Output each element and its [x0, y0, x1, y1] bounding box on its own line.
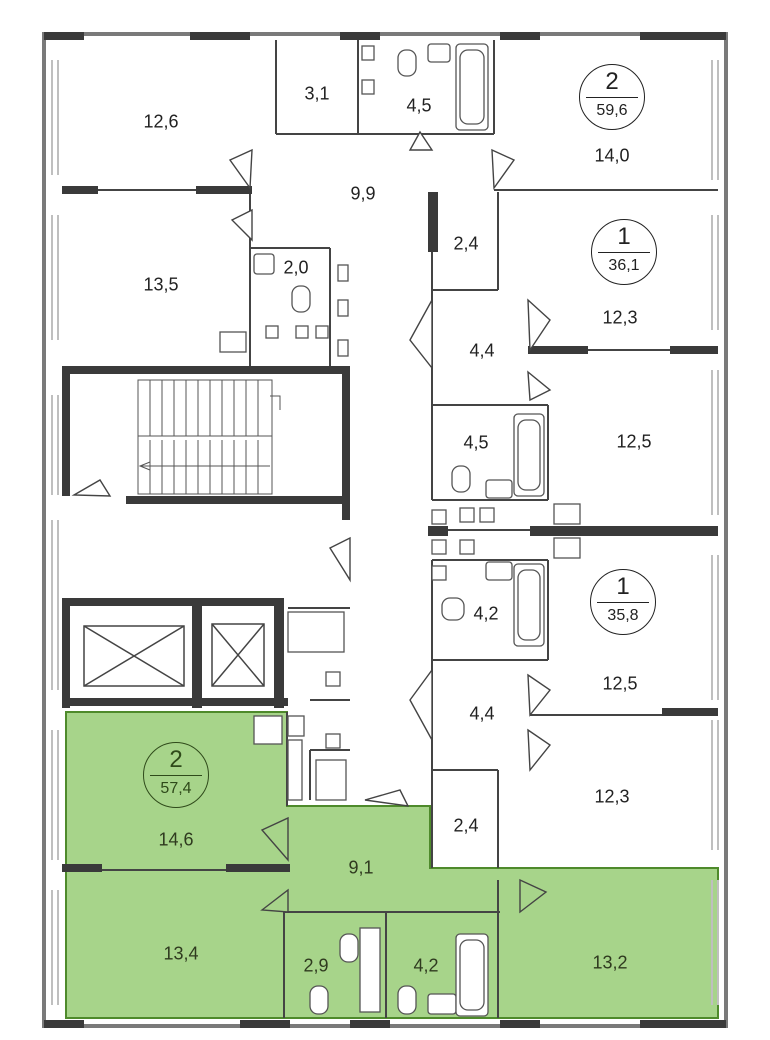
room-area-label: 2,9 [303, 955, 329, 976]
apartment-area: 57,4 [160, 780, 192, 797]
room-area-label: 12,6 [143, 111, 179, 132]
thick-walls [62, 186, 718, 872]
badge-divider [150, 775, 202, 776]
room-area-label: 4,5 [463, 432, 489, 453]
apartment-room-count: 2 [169, 746, 183, 773]
room-area-label: 12,5 [616, 431, 652, 452]
room-area-label: 13,2 [592, 952, 628, 973]
room-area-label: 2,4 [453, 233, 479, 254]
room-area-label: 14,0 [594, 145, 630, 166]
room-area-label: 13,5 [143, 274, 179, 295]
stairs [137, 379, 281, 495]
room-area-label: 2,4 [453, 815, 479, 836]
badge-divider [598, 252, 650, 253]
room-area-label: 4,2 [473, 603, 499, 624]
outer-wall-thick [44, 32, 726, 1028]
bathroom-fixtures [219, 43, 581, 1017]
room-area-label: 12,5 [602, 673, 638, 694]
apartment-area: 36,1 [608, 257, 640, 274]
room-area-label: 4,2 [413, 955, 439, 976]
room-area-label: 9,9 [350, 183, 376, 204]
room-area-label: 9,1 [348, 857, 374, 878]
elevators [83, 623, 265, 687]
room-area-label: 13,4 [163, 943, 199, 964]
room-area-label: 12,3 [602, 307, 638, 328]
apartment-badge: 1 36,1 [591, 219, 657, 285]
apartment-room-count: 1 [616, 573, 630, 600]
apartment-badge: 1 35,8 [590, 569, 656, 635]
badge-divider [597, 602, 649, 603]
apartment-room-count: 2 [605, 68, 619, 95]
apartment-area: 59,6 [596, 102, 628, 119]
apartment-badge-highlighted: 2 57,4 [143, 742, 209, 808]
room-area-label: 2,0 [283, 257, 309, 278]
room-area-label: 4,4 [469, 703, 495, 724]
room-area-label: 14,6 [158, 829, 194, 850]
apartment-room-count: 1 [617, 223, 631, 250]
room-area-label: 12,3 [594, 786, 630, 807]
apartment-area: 35,8 [607, 607, 639, 624]
apartment-badge: 2 59,6 [579, 64, 645, 130]
room-area-label: 3,1 [304, 83, 330, 104]
badge-divider [586, 97, 638, 98]
doors [71, 130, 552, 914]
room-area-label: 4,5 [406, 95, 432, 116]
windows [51, 60, 719, 1005]
room-area-label: 4,4 [469, 340, 495, 361]
